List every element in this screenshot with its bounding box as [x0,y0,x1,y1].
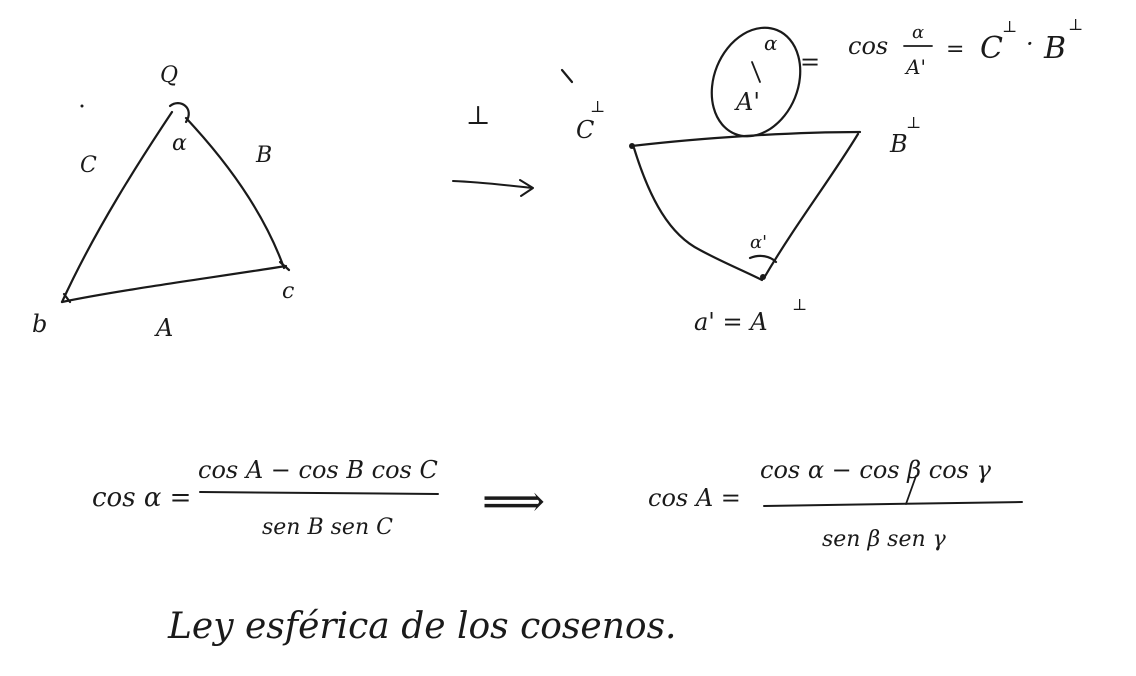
polar-vertex-left-label: C [576,116,594,144]
triangle-vertex-left-label: b [32,310,47,338]
polar-vertex-dot-bottom [760,274,766,280]
triangle-vertex-top-label: Q [160,63,178,88]
formula-right-denominator: sen β sen γ [822,527,947,552]
polar-angle-label: α' [750,232,767,253]
polar-side-left [632,146,764,282]
rhs-equals-sign: = [946,37,964,62]
formula-right-lhs: cos A = [648,484,741,512]
rhs-product-first-sup: ⊥ [1002,17,1017,36]
polar-side-top [630,130,862,148]
circled-equals-sign: = [800,48,820,76]
polar-bottom-equation: a' = A [694,308,768,336]
rhs-fraction-denominator: A' [904,55,926,79]
polar-vertex-right-sup: ⊥ [906,113,921,132]
rhs-product-first: C [980,31,1003,66]
triangle-side-a [60,264,288,304]
circled-fraction-bar [751,61,761,83]
polar-vertex-left-sup: ⊥ [590,97,605,116]
polar-slash [560,68,574,84]
circled-fraction-ring [710,26,802,138]
formula-right-strike [905,475,917,505]
triangle-vertex-right-label: c [282,279,294,304]
triangle-side-right-label: B [255,143,272,168]
polar-angle-arc [748,254,778,264]
triangle-angle-label: α [172,131,187,156]
rhs-product-second: B [1043,31,1066,66]
implies-arrow: ⟹ [482,476,545,527]
polar-bottom-equation-sup: ⊥ [792,295,807,314]
formula-left: cos α = cos A − cos B cos C sen B sen C [92,456,439,540]
polar-vertex-dot-left [629,143,635,149]
rhs-cos-label: cos [848,32,888,60]
polar-triangle [560,26,862,282]
spherical-triangle [60,102,291,304]
transform-arrow [452,179,534,197]
formula-right-numerator: cos α − cos β cos γ [760,456,992,484]
formula-left-numerator: cos A − cos B cos C [198,456,438,484]
triangle-vertex-tick-left [62,292,72,304]
formula-right-fraction-bar [763,501,1023,507]
rhs-product-second-sup: ⊥ [1068,15,1083,34]
triangle-side-c [60,110,174,304]
triangle-side-b [184,116,286,270]
circled-bottom-label: A' [734,88,760,116]
polar-side-right [762,132,860,280]
rhs-fraction-numerator: α [912,22,924,43]
formula-left-lhs: cos α = [92,483,191,513]
circled-top-label: α [764,31,778,55]
formula-left-denominator: sen B sen C [262,515,393,540]
triangle-vertex-tick [278,260,291,272]
caption-text: Ley esférica de los cosenos. [167,606,676,647]
polar-vertex-right-label: B [889,130,908,158]
triangle-angle-arc [168,102,190,124]
rhs-product-dot: · [1026,30,1034,58]
stray-dot [80,104,84,108]
formula-left-fraction-bar [199,491,439,495]
triangle-side-left-label: C [80,153,97,178]
triangle-side-bottom-label: A [154,314,173,342]
polar-symbol-label: ⊥ [466,101,490,131]
formula-right: cos A = cos α − cos β cos γ sen β sen γ [648,456,1023,552]
